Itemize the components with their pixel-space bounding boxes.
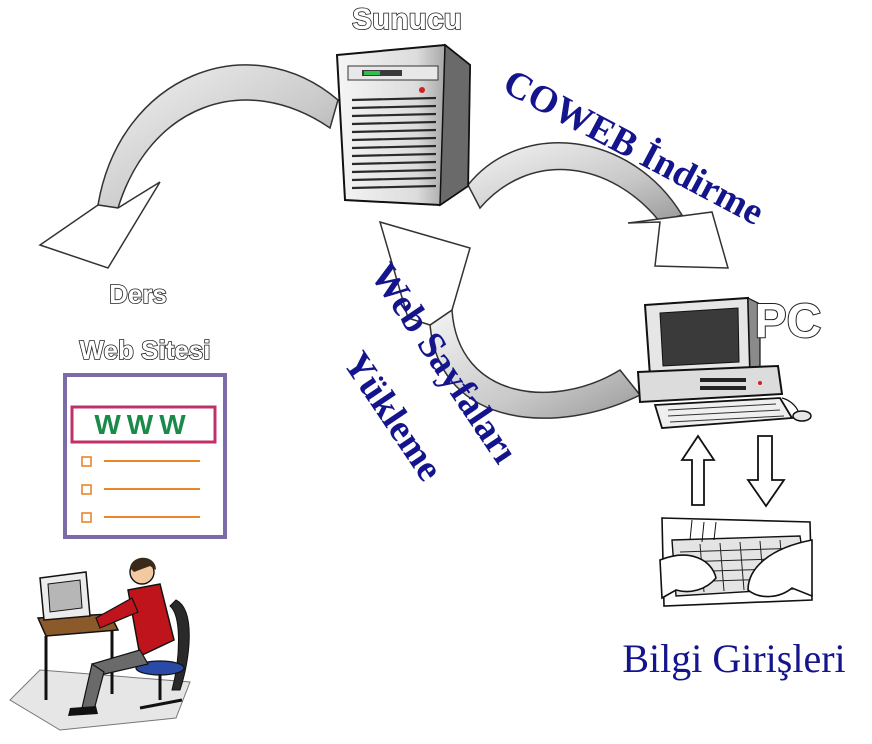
pc-label: PC <box>755 295 822 348</box>
input-label: Bilgi Girişleri <box>622 636 845 681</box>
website-page-icon: WWW <box>63 373 227 539</box>
pc-icon <box>636 296 812 429</box>
course-site-label-line2: Web Sitesi <box>79 335 210 365</box>
website-list <box>81 456 200 523</box>
www-label: WWW <box>94 409 191 440</box>
course-site-label-line1: Ders <box>109 279 167 309</box>
arrow-pc-to-server <box>378 220 642 419</box>
arrow-server-to-website <box>38 64 339 269</box>
keyboard-hands-icon <box>659 517 813 607</box>
server-icon <box>335 43 472 207</box>
server-label: Sunucu <box>352 3 462 36</box>
down-arrow-icon <box>746 435 786 508</box>
arrow-server-to-pc <box>467 142 730 269</box>
person-at-computer-icon <box>9 557 191 731</box>
up-arrow-icon <box>680 434 716 506</box>
